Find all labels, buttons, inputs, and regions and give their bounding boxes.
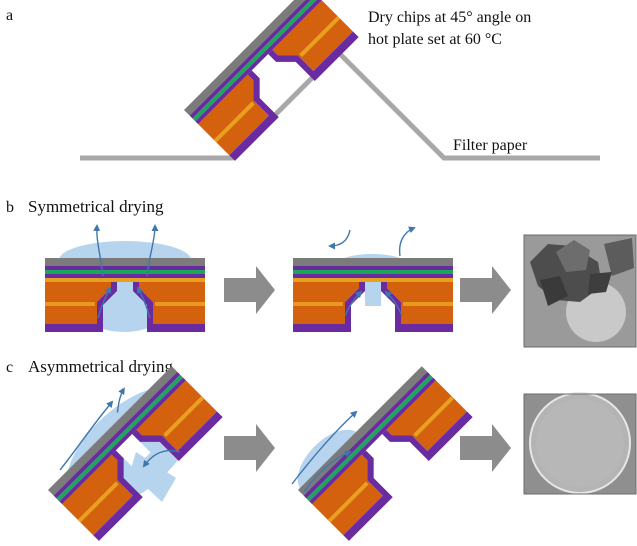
panel-b: b Symmetrical drying	[6, 197, 637, 348]
chip-b1	[45, 224, 205, 332]
panel-a-caption-line2: hot plate set at 60 °C	[368, 31, 502, 48]
flow-arrow-icon	[344, 290, 363, 317]
chip-b2	[293, 226, 453, 332]
panel-b-letter: b	[6, 199, 14, 216]
micrograph-broken-membrane	[523, 234, 637, 348]
flow-arrow-icon	[93, 224, 104, 277]
panel-a-letter: a	[6, 7, 13, 24]
flow-arrow-icon	[97, 286, 111, 319]
panel-a-caption-line1: Dry chips at 45° angle on	[368, 9, 531, 26]
flow-arrow-icon	[142, 449, 181, 468]
micrograph-intact-membrane	[523, 392, 637, 495]
panel-c: c Asymmetrical drying	[6, 357, 637, 541]
chip-c2	[291, 366, 473, 541]
panel-c-letter: c	[6, 359, 13, 376]
panel-c-title: Asymmetrical drying	[28, 357, 173, 376]
flow-arrow-icon	[116, 387, 125, 413]
flow-arrow-icon	[146, 224, 159, 277]
thick-right-arrow-icon	[460, 424, 511, 472]
thick-right-arrow-icon	[224, 266, 275, 314]
flow-arrow-icon	[398, 226, 416, 257]
panel-b-title: Symmetrical drying	[28, 197, 164, 216]
flow-arrow-icon	[291, 410, 358, 485]
thick-right-arrow-icon	[460, 266, 511, 314]
flow-arrow-icon	[328, 229, 351, 250]
flow-arrow-icon	[137, 286, 151, 319]
chip-tilted-a	[184, 0, 359, 161]
flow-arrow-icon	[384, 290, 403, 317]
flow-arrow-icon	[59, 400, 114, 471]
filter-paper-label: Filter paper	[453, 137, 528, 154]
flow-arrow-icon	[303, 450, 352, 493]
chip-c1	[48, 366, 223, 541]
panel-a: a Dry chips at 45° angle on hot plate se…	[6, 0, 600, 161]
thick-right-arrow-icon	[224, 424, 275, 472]
